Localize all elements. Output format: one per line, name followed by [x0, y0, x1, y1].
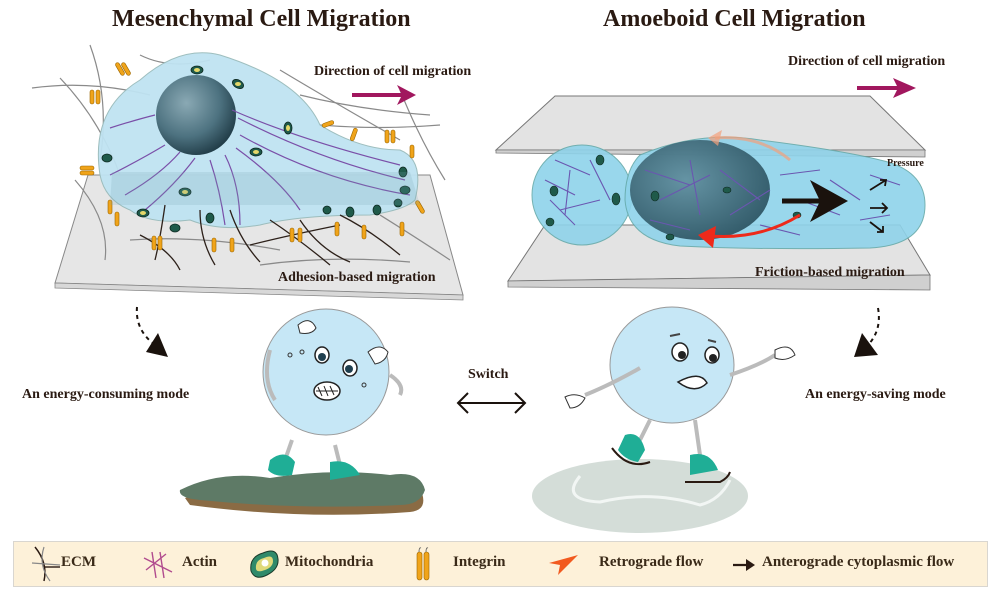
title-amoeboid: Amoeboid Cell Migration	[603, 6, 866, 32]
switch-label: Switch	[468, 367, 509, 382]
dashed-arrow-left	[135, 306, 168, 357]
legend-label-anterograde: Anterograde cytoplasmic flow	[762, 554, 955, 570]
tired-cell-character	[262, 308, 404, 480]
pressure-label: Pressure	[887, 158, 924, 169]
integrins	[79, 62, 425, 253]
direction-label-mesenchymal: Direction of cell migration	[314, 64, 472, 79]
legend-label-integrin: Integrin	[453, 554, 506, 570]
legend-label-retrograde: Retrograde flow	[599, 554, 704, 570]
legend: ECM Actin Mitochondria Integrin Retrogra…	[13, 541, 988, 587]
legend-label-ecm: ECM	[61, 554, 96, 570]
switch-double-arrow-icon	[456, 392, 527, 414]
friction-based-label: Friction-based migration	[755, 265, 905, 280]
anterograde-arrow-icon	[733, 559, 755, 571]
actin-icon	[143, 551, 173, 579]
direction-label-amoeboid: Direction of cell migration	[788, 54, 946, 69]
mitochondria	[101, 65, 411, 233]
retrograde-arrow-icon	[549, 555, 578, 575]
direction-arrow-mesenchymal	[352, 85, 416, 105]
skating-cell-character	[564, 306, 796, 483]
amoeboid-nucleus	[630, 140, 770, 240]
adhesion-based-label: Adhesion-based migration	[278, 270, 436, 285]
integrin-icon	[416, 547, 430, 581]
dashed-arrow-right	[854, 307, 880, 357]
title-mesenchymal: Mesenchymal Cell Migration	[112, 6, 411, 32]
legend-label-mitochondria: Mitochondria	[285, 554, 374, 570]
mud-ground	[179, 472, 425, 515]
anterograde-flow-arrows	[782, 179, 889, 233]
mesenchymal-nucleus	[156, 75, 236, 155]
retrograde-flow-arrows	[698, 130, 801, 248]
direction-arrow-amoeboid	[857, 78, 916, 98]
actin-fibers	[109, 109, 411, 226]
legend-label-actin: Actin	[182, 554, 217, 570]
energy-saving-label: An energy-saving mode	[805, 387, 946, 402]
ecm-fiber-icon	[31, 546, 60, 582]
energy-consuming-label: An energy-consuming mode	[22, 387, 190, 402]
mitochondria-icon	[250, 550, 279, 578]
